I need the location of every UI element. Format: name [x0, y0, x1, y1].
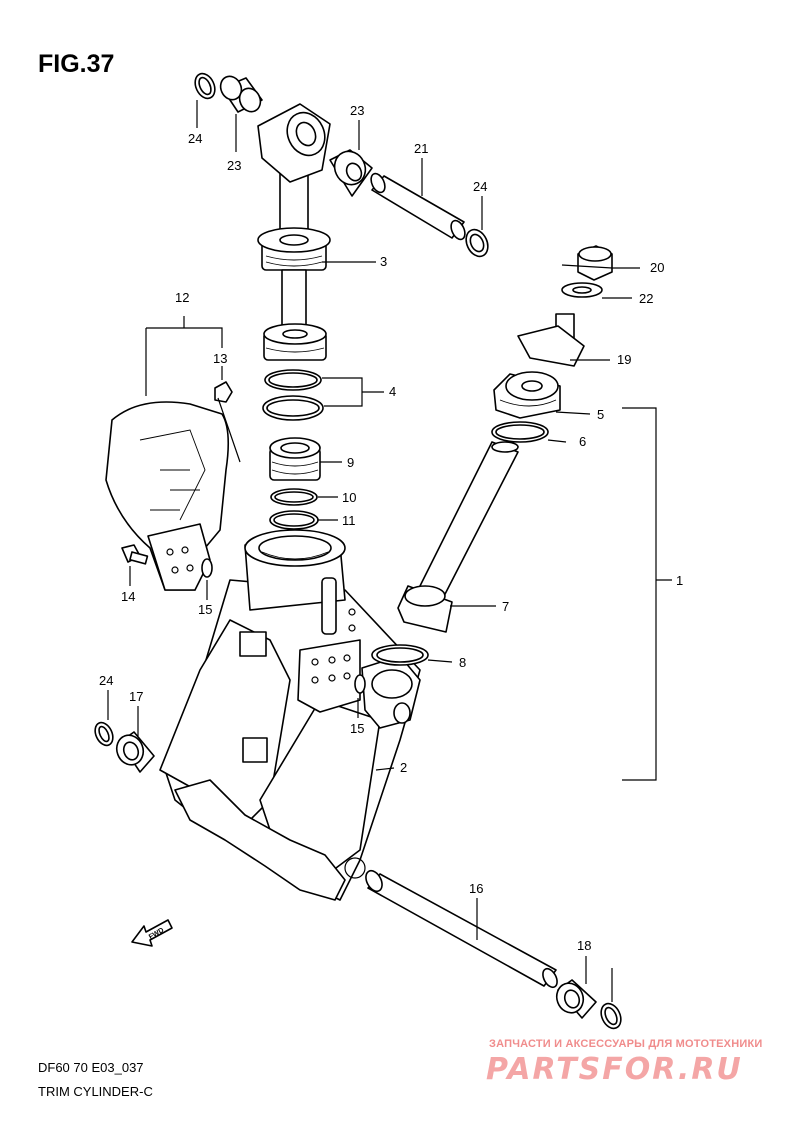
callout-7: 7	[502, 599, 509, 614]
model-code: DF60 70 E03_037	[38, 1060, 144, 1075]
callout-12: 14	[121, 589, 135, 604]
callout-18: 21	[414, 141, 428, 156]
o-ring-6	[491, 421, 549, 443]
callout-14: 13	[213, 351, 227, 366]
pin-16	[365, 869, 558, 989]
washer-21	[561, 282, 603, 298]
callout-17: 19	[617, 352, 631, 367]
callout-9: 9	[347, 455, 354, 470]
cylinder-rod-head	[257, 103, 331, 241]
rod-guide-3	[257, 227, 331, 271]
nipple-17	[517, 313, 585, 367]
callout-24-left: 24	[99, 673, 113, 688]
callout-8: 8	[459, 655, 466, 670]
o-ring-4-upper	[264, 369, 322, 391]
watermark-tagline: ЗАПЧАСТИ И АКСЕССУАРЫ ДЛЯ МОТОТЕХНИКИ	[489, 1038, 763, 1050]
callout-20: 20	[650, 260, 664, 275]
bushing-19-right	[555, 979, 597, 1019]
callout-6: 6	[579, 434, 586, 449]
bushing-19-left	[115, 731, 155, 773]
snap-ring-24-right	[600, 1002, 622, 1030]
tilt-rod	[417, 441, 519, 601]
callout-22-right: 23	[350, 103, 364, 118]
watermark-logo: PARTSFOR.RU	[486, 1052, 743, 1087]
snap-ring-23-right	[465, 228, 489, 258]
callout-16: 16	[469, 881, 483, 896]
callout-23-right: 24	[473, 179, 487, 194]
callout-21: 22	[639, 291, 653, 306]
callout-15-right: 15	[350, 721, 364, 736]
snap-ring-23-left	[194, 72, 216, 100]
callout-10: 11	[342, 513, 356, 528]
bushing-22-right	[329, 149, 373, 197]
piston	[263, 323, 327, 361]
bolt-12	[121, 544, 149, 565]
o-ring-10	[269, 510, 319, 530]
snap-ring-24-left	[94, 721, 114, 747]
callout-19-right: 18	[577, 938, 591, 953]
leader-lines	[107, 100, 672, 1002]
callout-11: 10	[342, 490, 356, 505]
cylinder-cap-5	[493, 371, 561, 419]
valve-9	[269, 437, 321, 481]
washer-15-left	[201, 558, 213, 578]
callout-2: 2	[400, 760, 407, 775]
callout-5: 5	[597, 407, 604, 422]
callout-1: 1	[676, 573, 683, 588]
piston-7	[397, 585, 453, 633]
callout-4: 4	[389, 384, 396, 399]
fwd-arrow-icon: FWD	[131, 919, 173, 947]
cover-13	[105, 401, 230, 591]
trim-cylinder-body-2	[159, 529, 421, 901]
o-ring-4-lower	[262, 395, 324, 421]
washer-15-right	[354, 674, 366, 694]
gasket-8	[371, 644, 429, 666]
callout-13: 12	[175, 290, 189, 305]
ring-11	[270, 488, 318, 506]
bushing-22-left	[219, 75, 263, 113]
nut-14	[214, 381, 241, 463]
diagram-name: TRIM CYLINDER-C	[38, 1084, 153, 1099]
nut-20	[577, 245, 613, 281]
figure-title: FIG.37	[38, 50, 115, 78]
callout-3: 3	[380, 254, 387, 269]
callout-19-left: 17	[129, 689, 143, 704]
callout-23-left: 24	[188, 131, 202, 146]
callout-15-left: 15	[198, 602, 212, 617]
pin-18	[370, 172, 466, 241]
callout-22-left: 23	[227, 158, 241, 173]
